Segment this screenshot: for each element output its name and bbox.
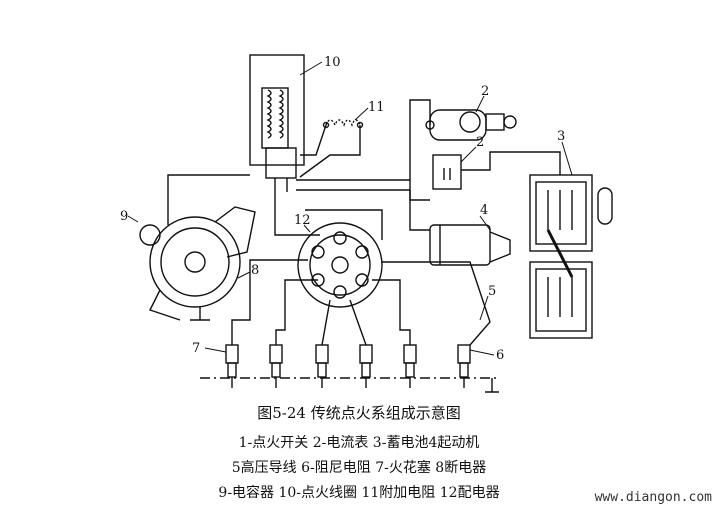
distributor-cap	[297, 222, 383, 308]
callout-leaders	[127, 61, 573, 356]
ignition-system-diagram: 10 11 2 2 3 4 9 12 8 5 7 6	[120, 54, 613, 393]
callout-10: 10	[324, 55, 341, 70]
callout-5: 5	[488, 284, 496, 299]
battery	[529, 174, 613, 339]
high-tension-leads	[231, 259, 491, 346]
figure-title: 图5-24 传统点火系组成示意图	[257, 404, 461, 422]
callout-7: 7	[192, 341, 200, 356]
callout-2b: 2	[476, 135, 484, 150]
distributor-breaker	[139, 206, 256, 321]
ignition-switch	[425, 109, 517, 141]
legend-line-3: 9-电容器 10-点火线圈 11附加电阻 12配电器	[218, 485, 500, 501]
legend-line-2: 5高压导线 6-阻尼电阻 7-火花塞 8断电器	[231, 460, 487, 476]
legend-line-1: 1-点火开关 2-电流表 3-蓄电池4起动机	[238, 435, 480, 451]
ammeter	[432, 154, 462, 190]
callout-3: 3	[557, 129, 565, 144]
callout-4: 4	[480, 203, 488, 218]
watermark: www.diangon.com	[594, 490, 712, 505]
wiring	[167, 99, 561, 240]
callout-8: 8	[251, 263, 259, 278]
additional-resistor	[299, 119, 364, 178]
callout-2a: 2	[481, 84, 489, 99]
callout-9: 9	[120, 209, 128, 224]
callout-6: 6	[496, 348, 504, 363]
ignition-coil	[249, 54, 305, 192]
starter-motor	[429, 224, 511, 266]
callout-11: 11	[368, 100, 385, 115]
spark-plugs	[200, 344, 500, 393]
callout-12: 12	[294, 213, 311, 228]
